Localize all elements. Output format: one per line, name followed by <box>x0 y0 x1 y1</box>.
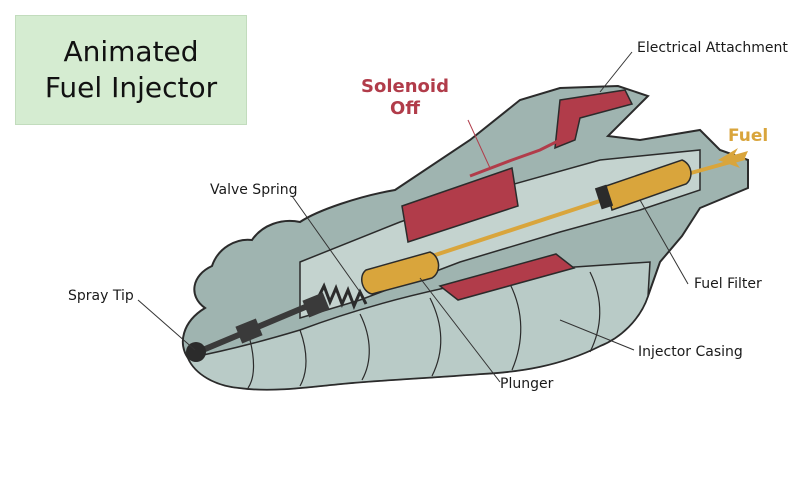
leader-injector-casing <box>559 319 635 351</box>
label-electrical-attachment: Electrical Attachment <box>637 40 788 56</box>
casing-rib-5 <box>509 283 522 371</box>
solenoid-upper <box>401 166 519 243</box>
fuel-arrow-icon <box>718 148 748 168</box>
fuel-filter-cap <box>594 184 614 210</box>
solenoid-lower <box>438 253 576 301</box>
casing-rib-1 <box>247 339 255 389</box>
leader-spray-tip <box>137 299 196 351</box>
fuel-passage <box>419 194 616 262</box>
casing-rib-2 <box>299 329 307 387</box>
casing-rib-4 <box>429 297 442 377</box>
valve-spring <box>316 282 368 311</box>
solenoid-state-line-1: Solenoid <box>361 76 449 97</box>
needle-collar-2 <box>235 318 263 344</box>
label-valve-spring: Valve Spring <box>210 182 298 198</box>
leader-solenoid <box>467 119 491 169</box>
label-injector-casing: Injector Casing <box>638 344 743 360</box>
leader-electrical <box>599 51 633 93</box>
casing-rib-6 <box>589 271 601 353</box>
needle-collar-1 <box>302 292 330 318</box>
solenoid-state-line-2: Off <box>390 98 420 119</box>
electrical-connector <box>554 89 634 150</box>
connector-wire <box>469 138 561 178</box>
title-box: Animated Fuel Injector <box>15 15 247 125</box>
fuel-label: Fuel <box>728 126 769 146</box>
title-line-1: Animated <box>63 35 199 68</box>
leader-plunger <box>419 277 501 383</box>
casing-rib-3 <box>359 313 370 381</box>
label-fuel-filter: Fuel Filter <box>694 276 762 292</box>
leader-fuel-filter <box>639 199 689 285</box>
plunger <box>361 251 440 295</box>
leader-valve-spring <box>291 195 361 293</box>
title-line-2: Fuel Injector <box>44 71 218 104</box>
solenoid-state-label: Solenoid Off <box>355 76 455 120</box>
label-plunger: Plunger <box>500 376 554 392</box>
label-spray-tip: Spray Tip <box>68 288 134 304</box>
fuel-filter <box>605 159 692 211</box>
